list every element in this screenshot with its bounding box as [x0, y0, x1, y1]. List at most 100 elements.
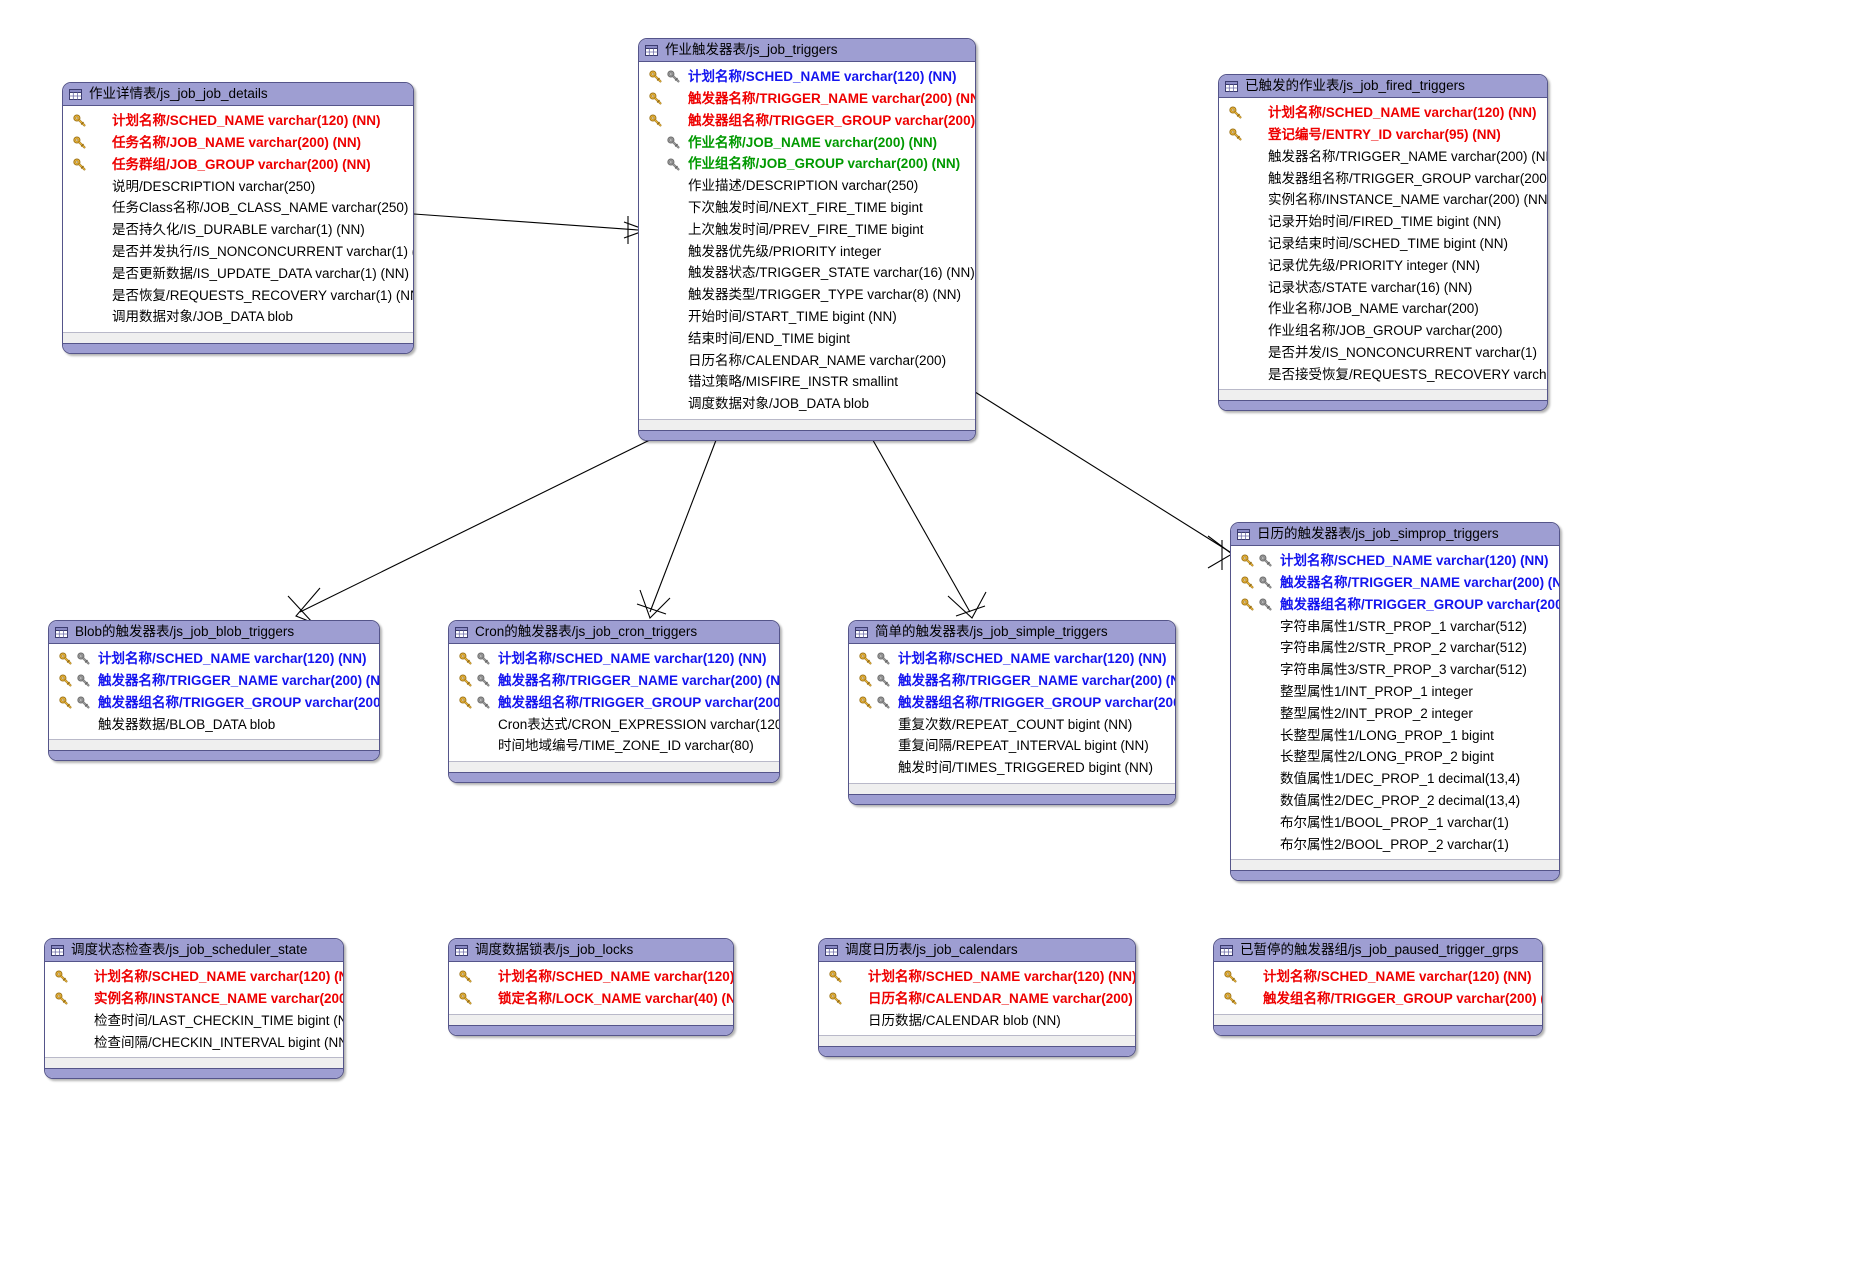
attribute-row[interactable]: 实例名称/INSTANCE_NAME varchar(200) (NN) [1219, 189, 1547, 211]
entity-header-fired_triggers[interactable]: 已触发的作业表/js_job_fired_triggers [1219, 75, 1547, 98]
attribute-row[interactable]: 是否并发执行/IS_NONCONCURRENT varchar(1) (NN) [63, 241, 413, 263]
entity-simprop_triggers[interactable]: 日历的触发器表/js_job_simprop_triggers 计划名称/SCHE… [1230, 522, 1560, 882]
attribute-row[interactable]: 日历名称/CALENDAR_NAME varchar(200) [639, 349, 975, 371]
attribute-row[interactable]: 下次触发时间/NEXT_FIRE_TIME bigint [639, 197, 975, 219]
entity-blob_triggers[interactable]: Blob的触发器表/js_job_blob_triggers 计划名称/SCHED… [48, 620, 380, 762]
attribute-row[interactable]: 记录优先级/PRIORITY integer (NN) [1219, 255, 1547, 277]
entity-header-paused_trigger_grps[interactable]: 已暂停的触发器组/js_job_paused_trigger_grps [1214, 939, 1542, 962]
attribute-row[interactable]: 实例名称/INSTANCE_NAME varchar(200) (NN) [45, 988, 343, 1010]
attribute-row[interactable]: 计划名称/SCHED_NAME varchar(120) (NN) [1219, 102, 1547, 124]
attribute-row[interactable]: 任务名称/JOB_NAME varchar(200) (NN) [63, 132, 413, 154]
attribute-row[interactable]: 触发器名称/TRIGGER_NAME varchar(200) (NN) [1231, 572, 1559, 594]
entity-header-simprop_triggers[interactable]: 日历的触发器表/js_job_simprop_triggers [1231, 523, 1559, 546]
attribute-row[interactable]: 计划名称/SCHED_NAME varchar(120) (NN) [819, 966, 1135, 988]
attribute-row[interactable]: 字符串属性1/STR_PROP_1 varchar(512) [1231, 615, 1559, 637]
entity-scheduler_state[interactable]: 调度状态检查表/js_job_scheduler_state 计划名称/SCHED… [44, 938, 344, 1080]
attribute-row[interactable]: 日历名称/CALENDAR_NAME varchar(200) (NN) [819, 988, 1135, 1010]
attribute-row[interactable]: 记录结束时间/SCHED_TIME bigint (NN) [1219, 233, 1547, 255]
attribute-row[interactable]: 登记编号/ENTRY_ID varchar(95) (NN) [1219, 124, 1547, 146]
attribute-row[interactable]: 触发器组名称/TRIGGER_GROUP varchar(200) (NN) [49, 692, 379, 714]
attribute-row[interactable]: 触发器名称/TRIGGER_NAME varchar(200) (NN) [849, 670, 1175, 692]
attribute-row[interactable]: 触发器组名称/TRIGGER_GROUP varchar(200) (NN) [1231, 594, 1559, 616]
attribute-row[interactable]: 记录状态/STATE varchar(16) (NN) [1219, 276, 1547, 298]
attribute-row[interactable]: 是否恢复/REQUESTS_RECOVERY varchar(1) (NN) [63, 284, 413, 306]
attribute-row[interactable]: 调用数据对象/JOB_DATA blob [63, 306, 413, 328]
attribute-row[interactable]: 计划名称/SCHED_NAME varchar(120) (NN) [849, 648, 1175, 670]
attribute-row[interactable]: 说明/DESCRIPTION varchar(250) [63, 175, 413, 197]
attribute-row[interactable]: 计划名称/SCHED_NAME varchar(120) (NN) [45, 966, 343, 988]
attribute-row[interactable]: 是否更新数据/IS_UPDATE_DATA varchar(1) (NN) [63, 263, 413, 285]
attribute-row[interactable]: 错过策略/MISFIRE_INSTR smallint [639, 371, 975, 393]
attribute-row[interactable]: 检查间隔/CHECKIN_INTERVAL bigint (NN) [45, 1031, 343, 1053]
attribute-row[interactable]: 重复间隔/REPEAT_INTERVAL bigint (NN) [849, 735, 1175, 757]
attribute-row[interactable]: 触发器组名称/TRIGGER_GROUP varchar(200) (NN) [639, 110, 975, 132]
attribute-row[interactable]: 上次触发时间/PREV_FIRE_TIME bigint [639, 219, 975, 241]
attribute-row[interactable]: 触发器组名称/TRIGGER_GROUP varchar(200) (NN) [449, 692, 779, 714]
attribute-row[interactable]: 作业名称/JOB_NAME varchar(200) [1219, 298, 1547, 320]
entity-paused_trigger_grps[interactable]: 已暂停的触发器组/js_job_paused_trigger_grps 计划名称/… [1213, 938, 1543, 1036]
entity-job_details[interactable]: 作业详情表/js_job_job_details 计划名称/SCHED_NAME … [62, 82, 414, 354]
attribute-row[interactable]: 是否接受恢复/REQUESTS_RECOVERY varchar(1) [1219, 364, 1547, 386]
entity-header-blob_triggers[interactable]: Blob的触发器表/js_job_blob_triggers [49, 621, 379, 644]
attribute-row[interactable]: 计划名称/SCHED_NAME varchar(120) (NN) [49, 648, 379, 670]
entity-header-job_details[interactable]: 作业详情表/js_job_job_details [63, 83, 413, 106]
entity-fired_triggers[interactable]: 已触发的作业表/js_job_fired_triggers 计划名称/SCHED_… [1218, 74, 1548, 412]
attribute-row[interactable]: 长整型属性1/LONG_PROP_1 bigint [1231, 724, 1559, 746]
attribute-row[interactable]: Cron表达式/CRON_EXPRESSION varchar(120) (NN… [449, 713, 779, 735]
attribute-row[interactable]: 计划名称/SCHED_NAME varchar(120) (NN) [1214, 966, 1542, 988]
attribute-row[interactable]: 记录开始时间/FIRED_TIME bigint (NN) [1219, 211, 1547, 233]
attribute-row[interactable]: 是否持久化/IS_DURABLE varchar(1) (NN) [63, 219, 413, 241]
attribute-row[interactable]: 触发器优先级/PRIORITY integer [639, 240, 975, 262]
attribute-row[interactable]: 计划名称/SCHED_NAME varchar(120) (NN) [639, 66, 975, 88]
attribute-row[interactable]: 重复次数/REPEAT_COUNT bigint (NN) [849, 713, 1175, 735]
attribute-row[interactable]: 触发器名称/TRIGGER_NAME varchar(200) (NN) [639, 88, 975, 110]
attribute-row[interactable]: 整型属性2/INT_PROP_2 integer [1231, 703, 1559, 725]
entity-calendars[interactable]: 调度日历表/js_job_calendars 计划名称/SCHED_NAME va… [818, 938, 1136, 1058]
entity-locks[interactable]: 调度数据锁表/js_job_locks 计划名称/SCHED_NAME varch… [448, 938, 734, 1036]
entity-header-scheduler_state[interactable]: 调度状态检查表/js_job_scheduler_state [45, 939, 343, 962]
entity-header-job_triggers[interactable]: 作业触发器表/js_job_triggers [639, 39, 975, 62]
entity-job_triggers[interactable]: 作业触发器表/js_job_triggers 计划名称/SCHED_NAME va… [638, 38, 976, 441]
entity-header-cron_triggers[interactable]: Cron的触发器表/js_job_cron_triggers [449, 621, 779, 644]
attribute-row[interactable]: 布尔属性1/BOOL_PROP_1 varchar(1) [1231, 812, 1559, 834]
attribute-row[interactable]: 锁定名称/LOCK_NAME varchar(40) (NN) [449, 988, 733, 1010]
attribute-row[interactable]: 触发器名称/TRIGGER_NAME varchar(200) (NN) [1219, 146, 1547, 168]
attribute-row[interactable]: 布尔属性2/BOOL_PROP_2 varchar(1) [1231, 833, 1559, 855]
attribute-row[interactable]: 作业组名称/JOB_GROUP varchar(200) (NN) [639, 153, 975, 175]
entity-header-calendars[interactable]: 调度日历表/js_job_calendars [819, 939, 1135, 962]
attribute-row[interactable]: 整型属性1/INT_PROP_1 integer [1231, 681, 1559, 703]
attribute-row[interactable]: 调度数据对象/JOB_DATA blob [639, 393, 975, 415]
attribute-row[interactable]: 数值属性1/DEC_PROP_1 decimal(13,4) [1231, 768, 1559, 790]
entity-simple_triggers[interactable]: 简单的触发器表/js_job_simple_triggers 计划名称/SCHED… [848, 620, 1176, 805]
attribute-row[interactable]: 作业名称/JOB_NAME varchar(200) (NN) [639, 131, 975, 153]
attribute-row[interactable]: 计划名称/SCHED_NAME varchar(120) (NN) [449, 648, 779, 670]
attribute-row[interactable]: 触发器组名称/TRIGGER_GROUP varchar(200) (NN) [849, 692, 1175, 714]
attribute-row[interactable]: 开始时间/START_TIME bigint (NN) [639, 306, 975, 328]
attribute-row[interactable]: 任务Class名称/JOB_CLASS_NAME varchar(250) (N… [63, 197, 413, 219]
attribute-row[interactable]: 字符串属性2/STR_PROP_2 varchar(512) [1231, 637, 1559, 659]
attribute-row[interactable]: 计划名称/SCHED_NAME varchar(120) (NN) [63, 110, 413, 132]
attribute-row[interactable]: 触发器名称/TRIGGER_NAME varchar(200) (NN) [49, 670, 379, 692]
attribute-row[interactable]: 触发时间/TIMES_TRIGGERED bigint (NN) [849, 757, 1175, 779]
attribute-row[interactable]: 计划名称/SCHED_NAME varchar(120) (NN) [1231, 550, 1559, 572]
attribute-row[interactable]: 触发组名称/TRIGGER_GROUP varchar(200) (NN) [1214, 988, 1542, 1010]
entity-header-locks[interactable]: 调度数据锁表/js_job_locks [449, 939, 733, 962]
attribute-row[interactable]: 触发器数据/BLOB_DATA blob [49, 713, 379, 735]
attribute-row[interactable]: 触发器组名称/TRIGGER_GROUP varchar(200) (NN) [1219, 167, 1547, 189]
attribute-row[interactable]: 触发器类型/TRIGGER_TYPE varchar(8) (NN) [639, 284, 975, 306]
attribute-row[interactable]: 是否并发/IS_NONCONCURRENT varchar(1) [1219, 342, 1547, 364]
attribute-row[interactable]: 触发器名称/TRIGGER_NAME varchar(200) (NN) [449, 670, 779, 692]
attribute-row[interactable]: 任务群组/JOB_GROUP varchar(200) (NN) [63, 154, 413, 176]
attribute-row[interactable]: 长整型属性2/LONG_PROP_2 bigint [1231, 746, 1559, 768]
attribute-row[interactable]: 结束时间/END_TIME bigint [639, 328, 975, 350]
attribute-row[interactable]: 字符串属性3/STR_PROP_3 varchar(512) [1231, 659, 1559, 681]
entity-header-simple_triggers[interactable]: 简单的触发器表/js_job_simple_triggers [849, 621, 1175, 644]
attribute-row[interactable]: 计划名称/SCHED_NAME varchar(120) (NN) [449, 966, 733, 988]
attribute-row[interactable]: 数值属性2/DEC_PROP_2 decimal(13,4) [1231, 790, 1559, 812]
attribute-row[interactable]: 日历数据/CALENDAR blob (NN) [819, 1010, 1135, 1032]
attribute-row[interactable]: 触发器状态/TRIGGER_STATE varchar(16) (NN) [639, 262, 975, 284]
attribute-row[interactable]: 检查时间/LAST_CHECKIN_TIME bigint (NN) [45, 1010, 343, 1032]
attribute-row[interactable]: 时间地域编号/TIME_ZONE_ID varchar(80) [449, 735, 779, 757]
attribute-row[interactable]: 作业描述/DESCRIPTION varchar(250) [639, 175, 975, 197]
entity-cron_triggers[interactable]: Cron的触发器表/js_job_cron_triggers 计划名称/SCHED… [448, 620, 780, 783]
